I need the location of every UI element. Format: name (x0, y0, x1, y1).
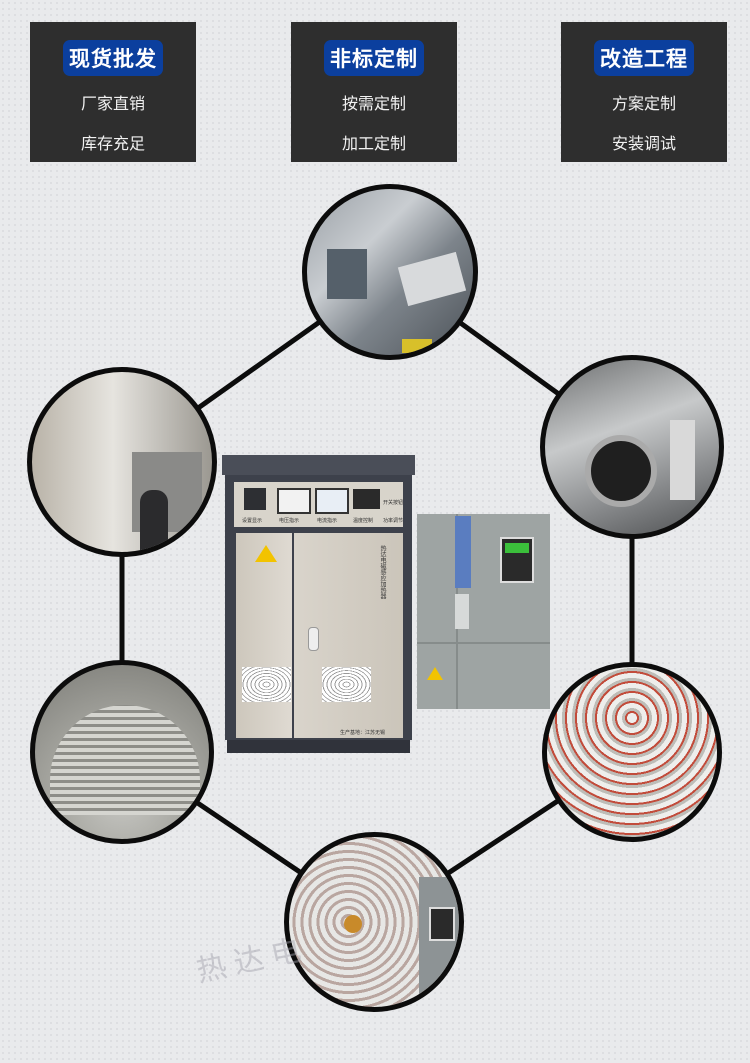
card-title: 改造工程 (594, 40, 694, 76)
card-title: 现货批发 (63, 40, 163, 76)
card-line: 加工定制 (341, 134, 406, 153)
panel-label: 功率调节 (383, 518, 404, 524)
photo-coil-winding (542, 662, 722, 842)
card-wholesale: 现货批发 厂家直销 库存充足 (30, 22, 196, 162)
card-retrofit: 改造工程 方案定制 安装调试 (561, 22, 727, 162)
controller-unit (417, 514, 550, 709)
panel-label: 设置显示 (242, 518, 263, 524)
fan-grille (322, 667, 371, 702)
card-line: 安装调试 (611, 134, 676, 153)
photo-coil-dome (30, 660, 214, 844)
warning-icon (427, 667, 443, 680)
brand-text: 热达电磁感应加热器 (379, 545, 386, 599)
origin-label: 生产基地：江苏无锡 (340, 730, 386, 736)
card-custom: 非标定制 按需定制 加工定制 (291, 22, 457, 162)
panel-label: 电压指示 (279, 518, 300, 524)
panel-label: 开关按钮 (383, 500, 404, 506)
card-line: 方案定制 (611, 94, 676, 113)
photo-steel-equipment (540, 355, 724, 539)
card-line: 厂家直销 (80, 94, 145, 113)
photo-coil-plate (284, 832, 464, 1012)
warning-icon (255, 545, 277, 562)
induction-cabinet: 设置显示 电压指示 电流指示 温度控制 开关按钮 功率调节 热达电磁感应加热器 … (222, 455, 415, 753)
panel-label: 温度控制 (353, 518, 374, 524)
panel-label: 电流指示 (317, 518, 338, 524)
card-line: 库存充足 (80, 134, 145, 153)
display-panel (500, 537, 534, 583)
photo-factory-floor (302, 184, 478, 360)
photo-workshop-worker (27, 367, 217, 557)
door-lock (308, 627, 319, 651)
fan-grille (242, 667, 291, 702)
card-title: 非标定制 (324, 40, 424, 76)
card-line: 按需定制 (341, 94, 406, 113)
